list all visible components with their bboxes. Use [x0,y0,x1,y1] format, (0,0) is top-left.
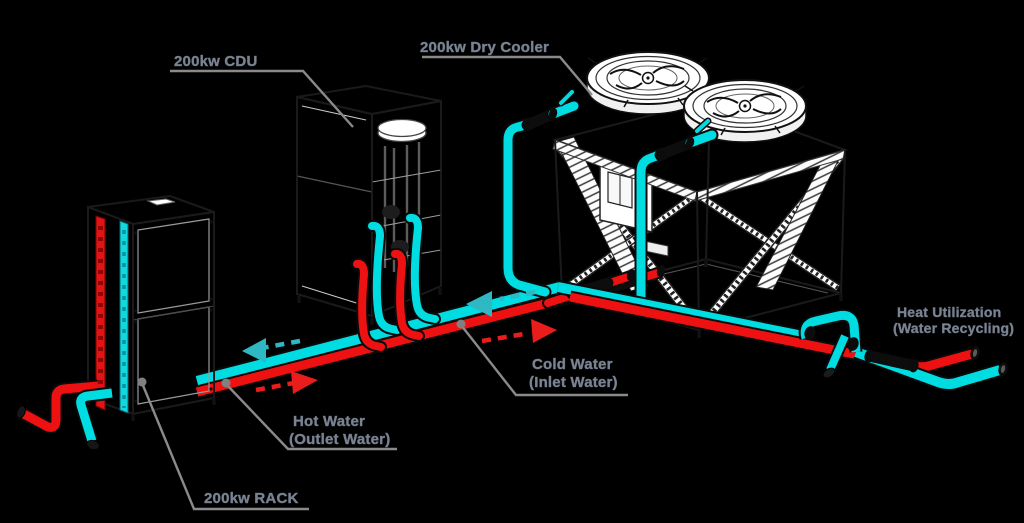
label-heat-utilization-line2: (Water Recycling) [893,320,1014,336]
valve-lever [695,119,710,133]
rack-top-hatch [146,198,176,206]
dry-cooler-unit [551,51,849,338]
flexible-hose [867,350,916,372]
cold-flow-dashes [261,338,301,351]
hot-flow-arrow [291,371,318,394]
cold-water-pipe [854,347,1002,389]
hot-flow-dashes [481,331,525,344]
label-hot-water-line1: Hot Water [293,413,365,430]
cold-water-pipe [195,282,562,386]
label-heat-utilization-line1: Heat Utilization [897,304,1001,320]
main-pipe-run-to-heat-utilization [556,280,1008,391]
cdu-pump [382,205,400,219]
callouts: 200kw CDU 200kw Dry Cooler Heat Utilizat… [137,39,1014,511]
label-dry-cooler: 200kw Dry Cooler [420,39,549,56]
cold-water-leader-line [460,324,628,397]
cdu-feet [297,288,442,325]
cold-flow-arrow [466,291,492,317]
label-hot-water-line2: (Outlet Water) [289,431,390,448]
flow-arrows [242,289,557,394]
cdu-leader-line [170,69,354,128]
cold-water-pipe [557,282,809,342]
rack-stub-pipes [16,379,113,451]
valve-lever [559,90,574,105]
cdu-drop-pipes [351,211,441,353]
flange-ring [804,326,816,340]
hot-flow-dashes [255,380,295,393]
cold-flow-arrow [242,338,266,363]
hot-water-stub [19,381,99,432]
label-cdu: 200kw CDU [174,53,258,70]
cdu-unit [296,84,442,325]
rack-cold-manifold [119,220,129,414]
drain-stub [826,334,849,372]
dry-cooler-leader-line [422,55,593,96]
rack-anchor-dot [137,377,147,387]
label-rack: 200kw RACK [204,490,299,507]
rack-unit [86,194,216,421]
hot-water-anchor-dot [221,378,231,388]
cold-water-anchor-dot [456,319,466,329]
label-cold-water-line2: (Inlet Water) [529,374,618,391]
rack-leader-line [140,382,309,511]
label-cold-water-line1: Cold Water [532,356,613,373]
hot-water-leader-line [225,383,397,451]
cold-water-stub [76,388,113,443]
cold-flow-dashes [499,289,536,302]
hot-flow-arrow [531,319,557,343]
flange-ring [847,337,859,351]
